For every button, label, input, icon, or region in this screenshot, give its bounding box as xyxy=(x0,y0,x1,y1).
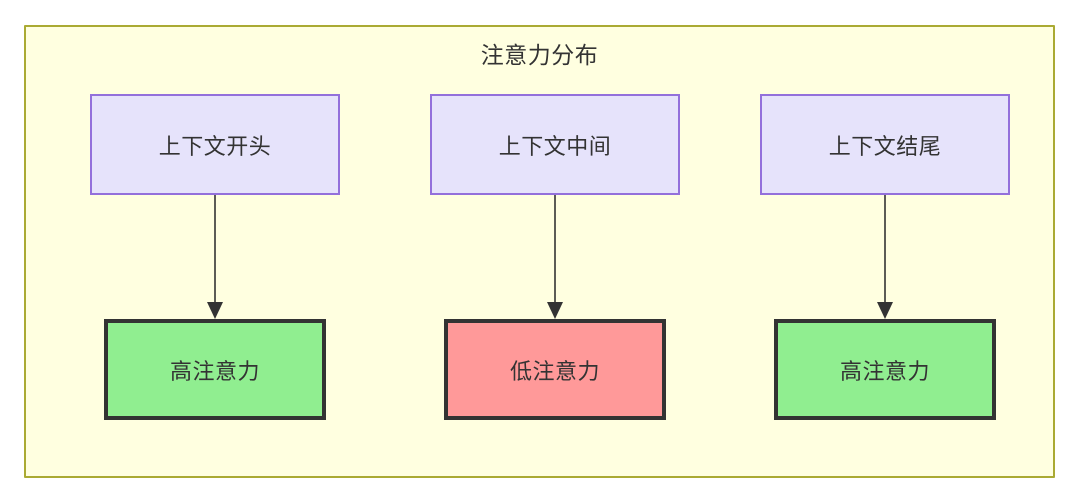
edge-arrow-1 xyxy=(207,195,223,319)
node-context-start-label: 上下文开头 xyxy=(158,133,272,159)
node-context-start[interactable]: 上下文开头 xyxy=(90,94,340,195)
subgraph-title: 注意力分布 xyxy=(480,42,599,68)
node-context-end-label: 上下文结尾 xyxy=(828,133,942,159)
subgraph-attention-distribution: 注意力分布 上下文开头 高注意力 上下文中间 xyxy=(24,25,1055,478)
diagram-column-2: 上下文中间 低注意力 xyxy=(430,27,680,476)
node-context-end[interactable]: 上下文结尾 xyxy=(760,94,1010,195)
node-high-attention-end-label: 高注意力 xyxy=(839,358,930,384)
node-high-attention-end[interactable]: 高注意力 xyxy=(774,319,996,420)
node-context-middle[interactable]: 上下文中间 xyxy=(430,94,680,195)
node-low-attention-middle-label: 低注意力 xyxy=(509,358,600,384)
diagram-column-1: 上下文开头 高注意力 xyxy=(90,27,340,476)
node-context-middle-label: 上下文中间 xyxy=(498,133,612,159)
node-low-attention-middle[interactable]: 低注意力 xyxy=(444,319,666,420)
node-high-attention-start-label: 高注意力 xyxy=(169,358,260,384)
edge-arrow-2 xyxy=(547,195,563,319)
node-high-attention-start[interactable]: 高注意力 xyxy=(104,319,326,420)
edge-arrow-3 xyxy=(877,195,893,319)
diagram-column-3: 上下文结尾 高注意力 xyxy=(760,27,1010,476)
